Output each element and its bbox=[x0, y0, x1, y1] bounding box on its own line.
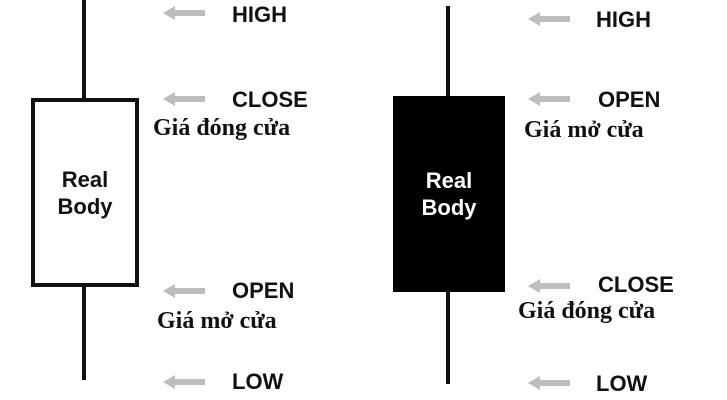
bearish-real-body-label: Real Body bbox=[421, 168, 477, 220]
bearish-upper-wick bbox=[446, 6, 450, 98]
left-arrow-icon bbox=[528, 376, 570, 390]
left-arrow-icon bbox=[163, 92, 205, 106]
bullish-open-vn-label: Giá mở cửa bbox=[157, 308, 277, 334]
left-arrow-icon bbox=[528, 279, 570, 293]
left-arrow-icon bbox=[163, 6, 205, 20]
bullish-real-body: Real Body bbox=[31, 98, 139, 287]
bullish-close-vn-label: Giá đóng cửa bbox=[153, 115, 291, 141]
left-arrow-icon bbox=[528, 12, 570, 26]
bearish-candle-panel: Real Body HIGH OPEN Giá mở cửa CLOSE Giá… bbox=[360, 0, 727, 400]
bearish-close-label: CLOSE bbox=[598, 272, 674, 297]
bearish-open-vn-label: Giá mở cửa bbox=[524, 117, 644, 143]
left-arrow-icon bbox=[163, 375, 205, 389]
bearish-high-label: HIGH bbox=[596, 7, 651, 32]
bullish-lower-wick bbox=[82, 286, 86, 380]
left-arrow-icon bbox=[163, 284, 205, 298]
bearish-lower-wick bbox=[446, 290, 450, 384]
bearish-close-vn-label: Giá đóng cửa bbox=[518, 298, 656, 324]
bearish-open-label: OPEN bbox=[598, 87, 661, 112]
bearish-low-label: LOW bbox=[596, 371, 648, 396]
bullish-low-label: LOW bbox=[232, 369, 284, 394]
bearish-real-body: Real Body bbox=[393, 96, 505, 292]
bullish-open-label: OPEN bbox=[232, 278, 295, 303]
bullish-candle-panel: Real Body HIGH CLOSE Giá đóng cửa OPEN G… bbox=[0, 0, 360, 400]
left-arrow-icon bbox=[528, 92, 570, 106]
bullish-close-label: CLOSE bbox=[232, 87, 308, 112]
bullish-upper-wick bbox=[82, 0, 86, 99]
bullish-high-label: HIGH bbox=[232, 2, 287, 27]
bullish-real-body-label: Real Body bbox=[57, 166, 113, 219]
